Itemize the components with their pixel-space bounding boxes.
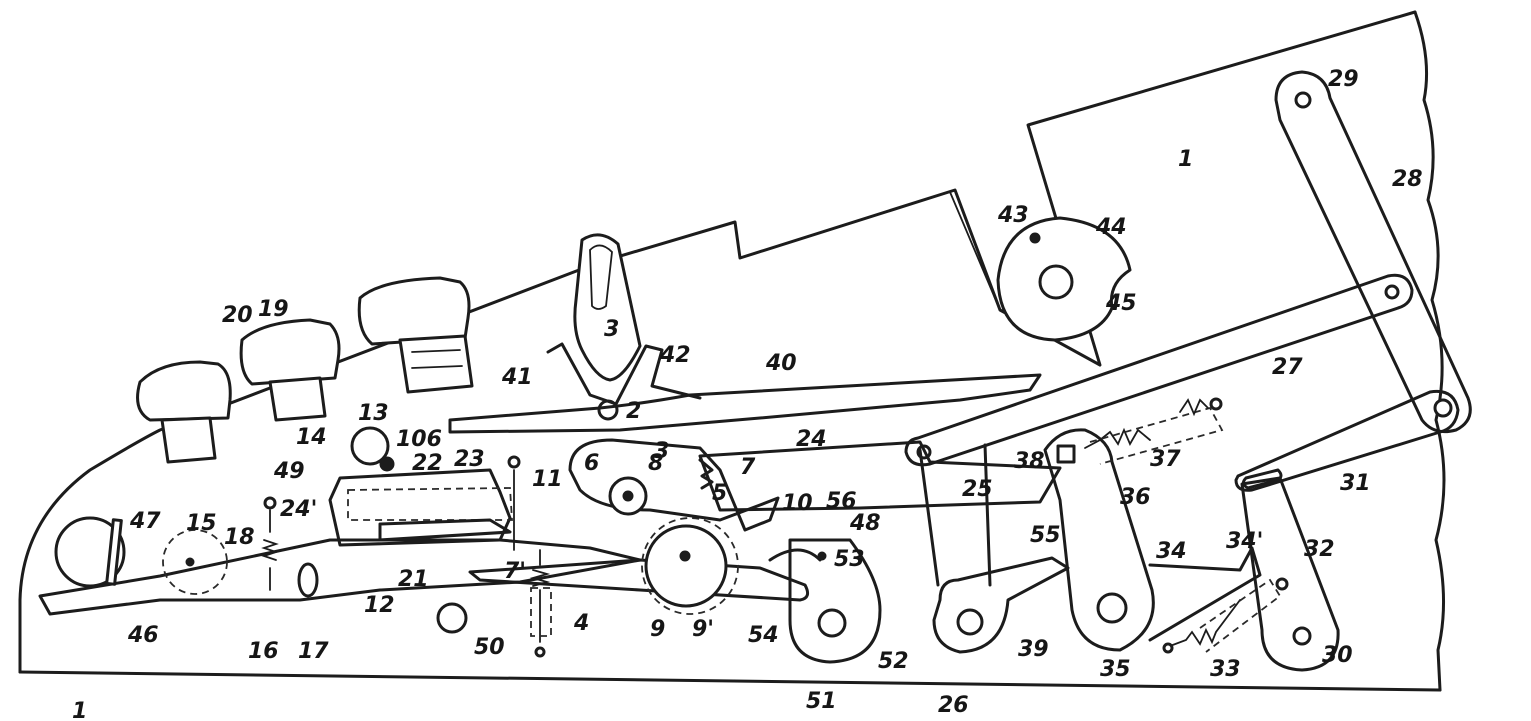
label-30: 30: [1322, 643, 1353, 668]
label-7prime: 7': [504, 559, 526, 584]
label-18: 18: [224, 525, 255, 550]
label-46: 46: [127, 623, 159, 648]
label-9prime: 9': [692, 617, 714, 642]
label-55: 55: [1030, 523, 1061, 548]
label-23: 23: [454, 447, 485, 472]
label-3-top: 3: [604, 317, 619, 342]
key-left: [136, 360, 232, 464]
label-9: 9: [650, 617, 665, 642]
label-41: 41: [501, 365, 533, 390]
label-5: 5: [712, 481, 727, 506]
label-16: 16: [248, 639, 279, 664]
spring-33: [1162, 577, 1289, 654]
arm-40: [448, 342, 1042, 434]
label-51: 51: [806, 689, 837, 714]
label-20: 20: [222, 303, 253, 328]
label-106: 106: [396, 427, 442, 452]
label-52: 52: [878, 649, 909, 674]
label-29: 29: [1328, 67, 1359, 92]
label-35: 35: [1100, 657, 1131, 682]
slide-46: [38, 516, 642, 634]
label-10: 10: [782, 491, 813, 516]
label-15: 15: [186, 511, 217, 536]
label-48: 48: [849, 511, 881, 536]
bracket-12: [261, 426, 552, 658]
label-24prime: 24': [280, 497, 317, 522]
label-44: 44: [1095, 215, 1127, 240]
label-12: 12: [364, 593, 395, 618]
label-39: 39: [1018, 637, 1049, 662]
cam-44: [996, 216, 1132, 342]
label-53: 53: [834, 547, 865, 572]
label-33: 33: [1210, 657, 1241, 682]
label-49: 49: [273, 459, 305, 484]
label-22: 22: [412, 451, 443, 476]
label-26: 26: [938, 693, 969, 718]
label-54: 54: [748, 623, 779, 648]
label-1-bottom: 1: [72, 699, 87, 721]
label-36: 36: [1120, 485, 1151, 510]
frame-plate: [18, 10, 1446, 692]
label-34prime: 34': [1226, 529, 1263, 554]
lever-39: [918, 443, 1070, 654]
lever-36: [1043, 428, 1262, 652]
label-34: 34: [1156, 539, 1187, 564]
label-3-mid: 3: [654, 439, 669, 464]
link-27: [904, 273, 1414, 467]
label-32: 32: [1304, 537, 1335, 562]
label-14: 14: [296, 425, 327, 450]
label-1-top: 1: [1178, 147, 1193, 172]
label-17: 17: [298, 639, 329, 664]
label-21: 21: [398, 567, 429, 592]
label-27: 27: [1272, 355, 1303, 380]
label-43: 43: [997, 203, 1029, 228]
label-4: 4: [573, 611, 589, 636]
label-31: 31: [1340, 471, 1371, 496]
label-7: 7: [740, 455, 756, 480]
gear-9: [568, 438, 780, 615]
label-47: 47: [129, 509, 161, 534]
label-37: 37: [1150, 447, 1181, 472]
label-56: 56: [826, 489, 857, 514]
label-50: 50: [474, 635, 505, 660]
label-28: 28: [1392, 167, 1423, 192]
link-28: [1274, 70, 1472, 434]
label-8: 8: [648, 451, 663, 476]
lever-32: [1240, 476, 1340, 672]
label-24: 24: [796, 427, 827, 452]
label-25: 25: [962, 477, 993, 502]
reference-labels: 1 1 2 3 3 4 5 6 7 7' 8 9 9' 10 11 12 13 …: [72, 67, 1423, 721]
label-2: 2: [626, 399, 641, 424]
key-right: [357, 276, 474, 394]
label-6: 6: [584, 451, 599, 476]
disc-52: [468, 538, 882, 664]
label-42: 42: [659, 343, 691, 368]
key-19-20: [239, 318, 341, 422]
label-11: 11: [532, 467, 563, 492]
label-40: 40: [765, 351, 797, 376]
label-45: 45: [1105, 291, 1137, 316]
label-38: 38: [1014, 449, 1045, 474]
label-13: 13: [358, 401, 389, 426]
label-19: 19: [258, 297, 289, 322]
spring-37: [1084, 397, 1224, 465]
